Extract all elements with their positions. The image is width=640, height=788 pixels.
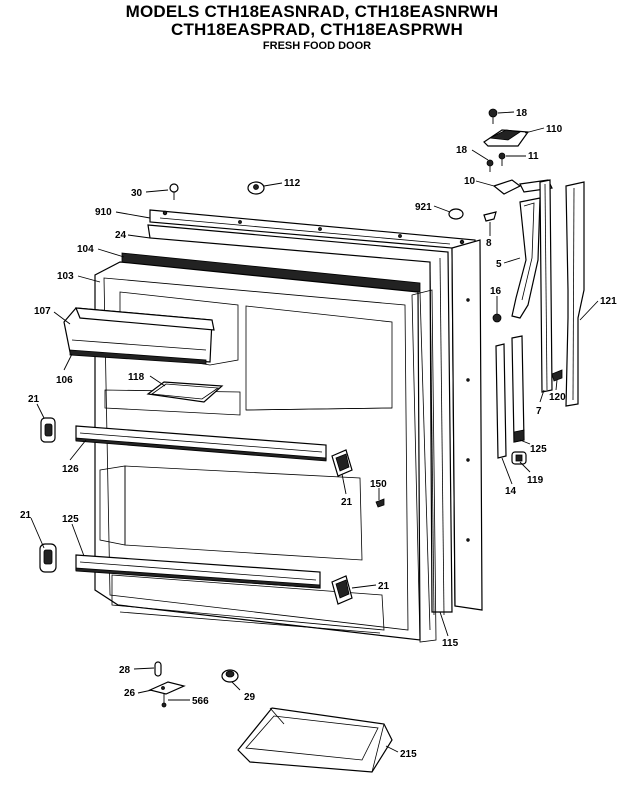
bottom-small-parts (148, 661, 239, 708)
callout-119: 119 (527, 475, 544, 486)
callout-910: 910 (95, 207, 112, 218)
shelf-support-left-lower (39, 543, 57, 573)
callout-125-left: 125 (62, 514, 79, 525)
diagram-title-models-continued: CTH18EASPRAD, CTH18EASPRWH (170, 20, 464, 39)
callout-labels: 18 110 18 11 10 30 112 921 910 8 24 104 … (20, 108, 617, 760)
diagram-title-models: MODELS CTH18EASNRAD, CTH18EASNRWH (125, 2, 499, 21)
callout-21-lower-right: 21 (378, 581, 390, 592)
leader-lines (30, 111, 599, 753)
callout-115: 115 (442, 638, 459, 649)
callout-29: 29 (244, 692, 256, 703)
callout-10: 10 (464, 176, 476, 187)
callout-112: 112 (284, 178, 301, 189)
callout-18-upper: 18 (516, 108, 528, 119)
callout-921: 921 (415, 202, 432, 213)
callout-104: 104 (77, 244, 94, 255)
callout-121: 121 (600, 296, 617, 307)
handle-assembly (448, 129, 585, 465)
callout-126: 126 (62, 464, 79, 475)
callout-14: 14 (505, 486, 517, 497)
callout-21-lower-left: 21 (20, 510, 32, 521)
shelf-support-right-lower (331, 575, 353, 605)
callout-118: 118 (128, 372, 145, 383)
callout-24: 24 (115, 230, 127, 241)
callout-103: 103 (57, 271, 74, 282)
callout-120: 120 (549, 392, 566, 403)
callout-125-right: 125 (530, 444, 547, 455)
callout-106: 106 (56, 375, 73, 386)
butter-tray (146, 381, 224, 403)
callout-21-upper-left: 21 (28, 394, 40, 405)
callout-7: 7 (536, 406, 542, 417)
callout-16: 16 (490, 286, 502, 297)
callout-150: 150 (370, 479, 387, 490)
diagram-subtitle-section: FRESH FOOD DOOR (262, 40, 372, 52)
callout-110: 110 (546, 124, 563, 135)
door-shelf-upper (75, 425, 327, 462)
shelf-support-left-upper (40, 417, 56, 443)
callout-5: 5 (496, 259, 502, 270)
fasteners (169, 108, 506, 508)
callout-30: 30 (131, 188, 143, 199)
door-shelf-lower (75, 554, 321, 589)
callout-566: 566 (192, 696, 209, 707)
callout-18-lower: 18 (456, 145, 468, 156)
callout-107: 107 (34, 306, 51, 317)
door-bin (237, 707, 393, 773)
shelf-support-right-upper (331, 449, 353, 477)
dairy-compartment-door (63, 307, 215, 365)
door-outer-panel (149, 209, 483, 611)
callout-11: 11 (528, 151, 539, 162)
callout-26: 26 (124, 688, 136, 699)
callout-21-upper-right: 21 (341, 497, 353, 508)
callout-215: 215 (400, 749, 417, 760)
callout-8: 8 (486, 238, 492, 249)
callout-28: 28 (119, 665, 131, 676)
